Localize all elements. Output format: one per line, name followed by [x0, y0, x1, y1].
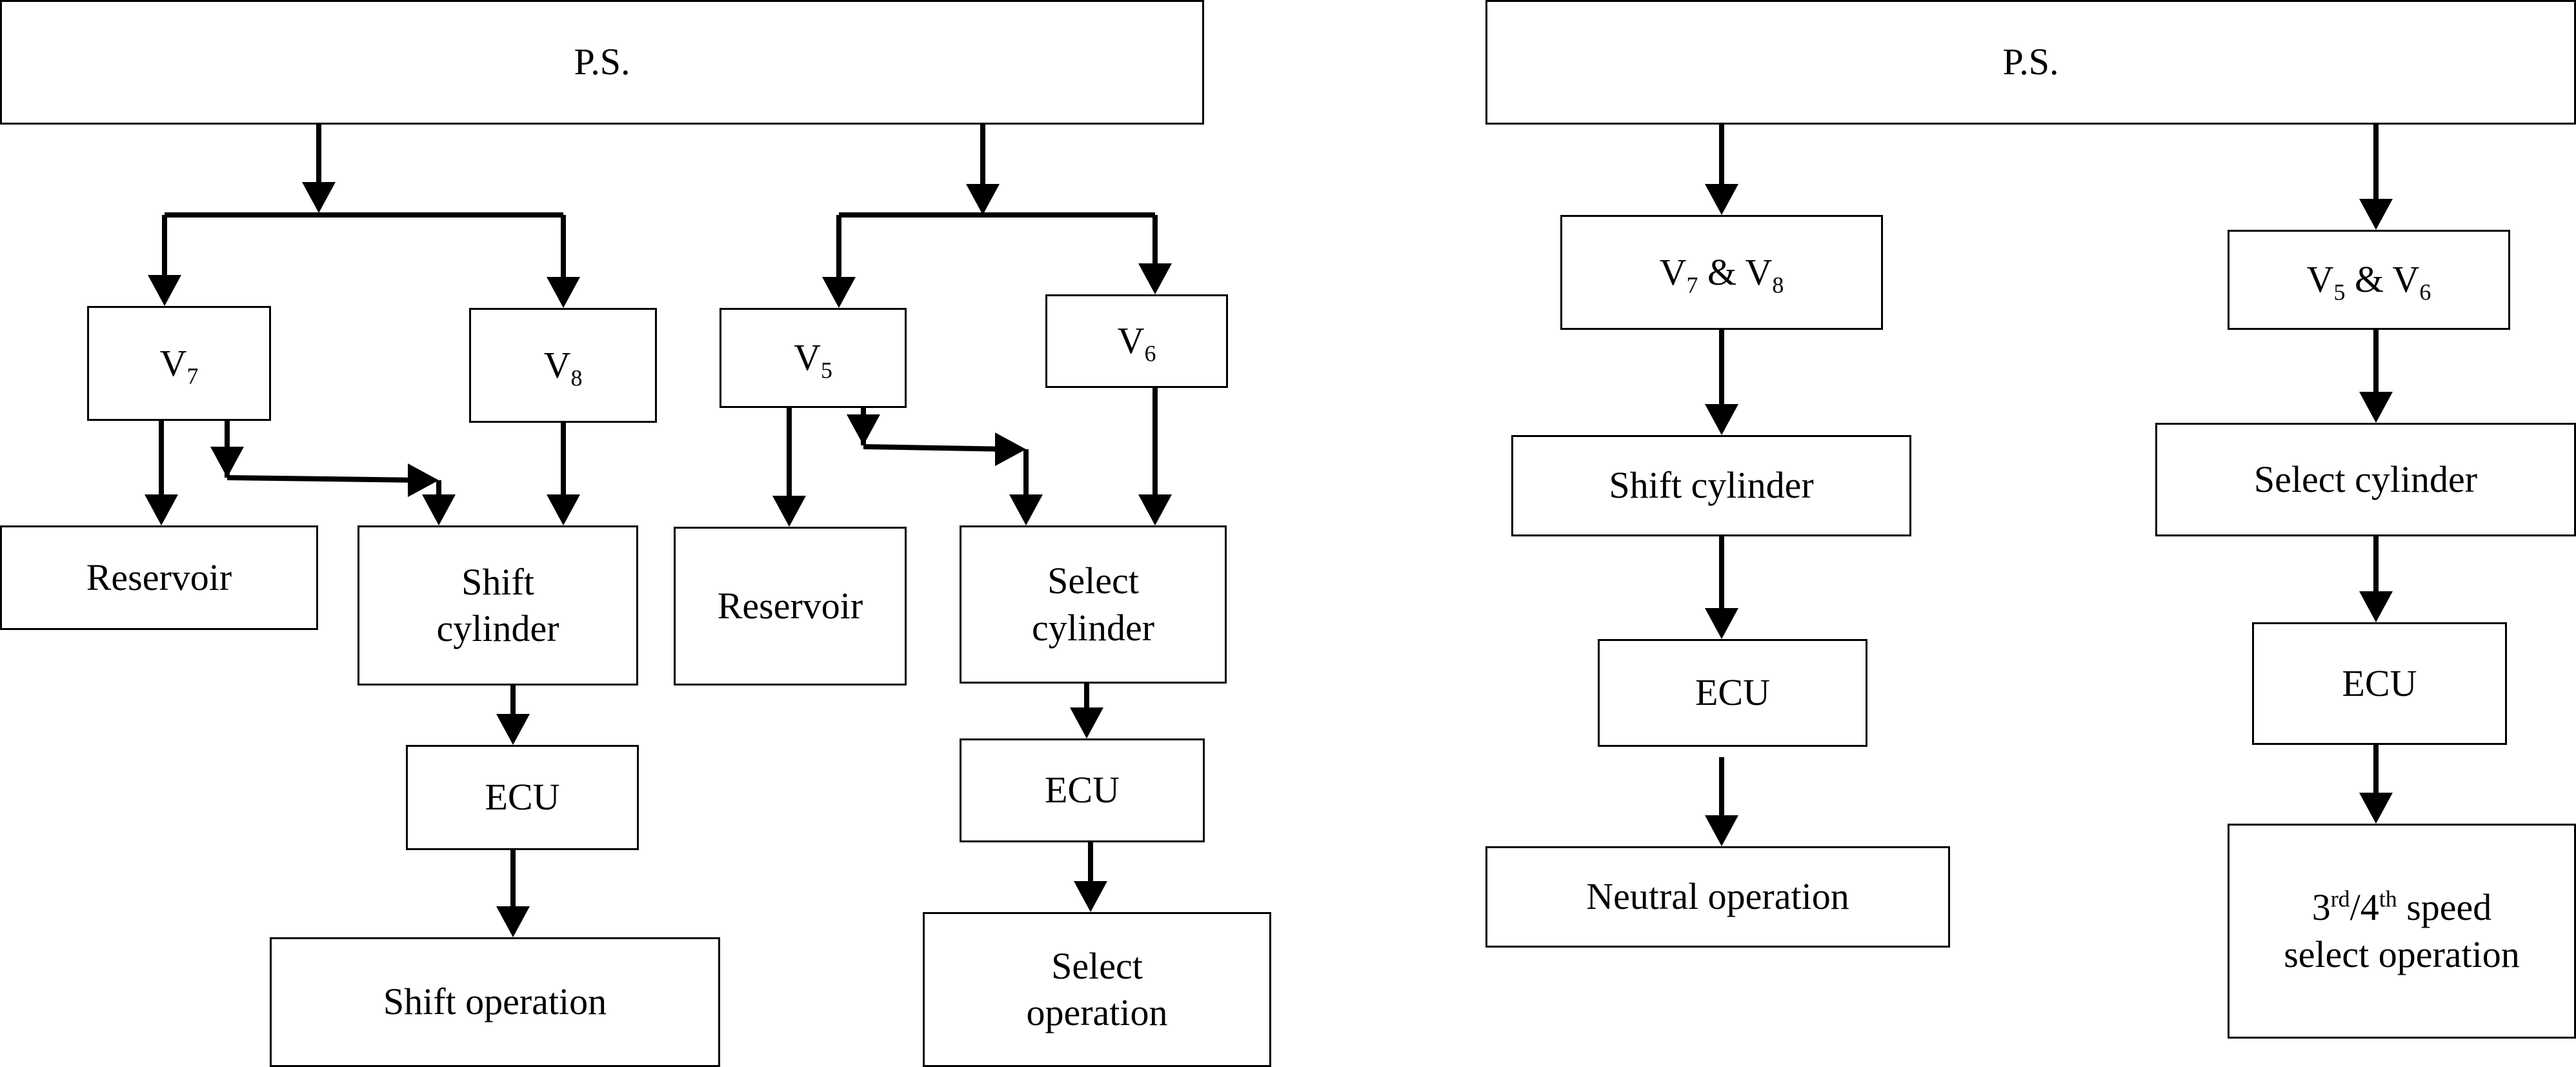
shift-operation-box: Shift operation	[270, 937, 720, 1067]
arrowhead-41	[1074, 881, 1107, 912]
reservoir-box-2: Reservoir	[674, 527, 907, 686]
v5-v6-valve-box: V5 & V6	[2228, 230, 2510, 330]
arrowhead-15	[145, 494, 178, 525]
reservoir-label-1: Reservoir	[86, 556, 232, 598]
v7-valve-box: V7	[87, 306, 271, 421]
arrowhead-1	[302, 182, 336, 213]
select-operation-box: Select operation	[923, 912, 1271, 1067]
shift-cylinder-box-left: Shift cylinder	[357, 525, 638, 686]
arrowhead-35	[1009, 494, 1043, 525]
arrowhead-21	[422, 494, 456, 525]
arrowhead-27	[496, 906, 530, 937]
arrowhead-49	[2359, 392, 2393, 423]
ps-box-right: P.S.	[1485, 0, 2576, 125]
arrowhead-31	[847, 414, 880, 445]
shift-cylinder-label-left: Shift cylinder	[436, 560, 559, 650]
ps-label-left: P.S.	[574, 41, 630, 83]
ecu-label-left-2: ECU	[1045, 769, 1120, 811]
v5-label: V5	[794, 336, 832, 383]
arrowhead-8	[966, 184, 1000, 215]
v8-valve-box: V8	[469, 308, 657, 423]
select-cylinder-label-right: Select cylinder	[2253, 458, 2478, 500]
reservoir-box-1: Reservoir	[0, 525, 318, 630]
arrowhead-4	[148, 275, 181, 306]
neutral-operation-box: Neutral operation	[1485, 846, 1950, 948]
ps-box-left: P.S.	[0, 0, 1204, 125]
connector-line-32	[863, 444, 1014, 452]
speed-select-operation-label: 3rd/4th speed select operation	[2284, 886, 2520, 975]
shift-operation-label: Shift operation	[383, 981, 607, 1023]
v5-v6-label: V5 & V6	[2306, 258, 2431, 305]
arrowhead-23	[547, 494, 580, 525]
v8-label: V8	[543, 343, 583, 391]
arrowhead-11	[822, 277, 856, 308]
ecu-box-left-2: ECU	[960, 738, 1205, 842]
select-cylinder-label-left: Select cylinder	[1031, 560, 1155, 649]
arrowhead-39	[1070, 707, 1103, 738]
select-cylinder-box-right: Select cylinder	[2155, 423, 2576, 536]
select-operation-label: Select operation	[1026, 944, 1168, 1034]
arrowhead-19	[408, 463, 439, 497]
arrowhead-6	[547, 277, 580, 308]
ps-label-right: P.S.	[2002, 41, 2059, 83]
arrowhead-55	[1705, 815, 1738, 846]
ecu-box-right-1: ECU	[1598, 639, 1867, 747]
ecu-label-right-1: ECU	[1695, 671, 1770, 714]
ecu-box-left-1: ECU	[406, 745, 639, 850]
arrowhead-17	[210, 447, 244, 478]
arrowhead-29	[772, 496, 806, 527]
v7-v8-label: V7 & V8	[1659, 250, 1784, 298]
v6-label: V6	[1117, 320, 1156, 367]
shift-cylinder-box-right: Shift cylinder	[1511, 435, 1911, 536]
arrowhead-57	[2359, 793, 2393, 824]
arrowhead-47	[1705, 404, 1738, 435]
arrowhead-25	[496, 714, 530, 745]
reservoir-label-2: Reservoir	[717, 584, 863, 627]
arrowhead-45	[2359, 199, 2393, 230]
v5-valve-box: V5	[719, 308, 907, 408]
neutral-operation-label: Neutral operation	[1586, 875, 1849, 918]
arrowhead-33	[995, 432, 1026, 466]
v7-label: V7	[159, 341, 199, 389]
arrowhead-37	[1138, 494, 1172, 525]
v6-valve-box: V6	[1045, 294, 1228, 388]
arrowhead-43	[1705, 184, 1738, 215]
arrowhead-53	[2359, 591, 2393, 622]
ecu-label-left-1: ECU	[485, 776, 560, 818]
v7-v8-valve-box: V7 & V8	[1560, 215, 1883, 330]
select-cylinder-box-left: Select cylinder	[960, 525, 1227, 684]
speed-select-operation-box: 3rd/4th speed select operation	[2228, 824, 2576, 1039]
arrowhead-51	[1705, 608, 1738, 639]
shift-cylinder-label-right: Shift cylinder	[1609, 464, 1814, 507]
connector-line-18	[226, 475, 427, 483]
arrowhead-13	[1138, 263, 1172, 294]
ecu-box-right-2: ECU	[2252, 622, 2507, 745]
ecu-label-right-2: ECU	[2342, 662, 2417, 704]
